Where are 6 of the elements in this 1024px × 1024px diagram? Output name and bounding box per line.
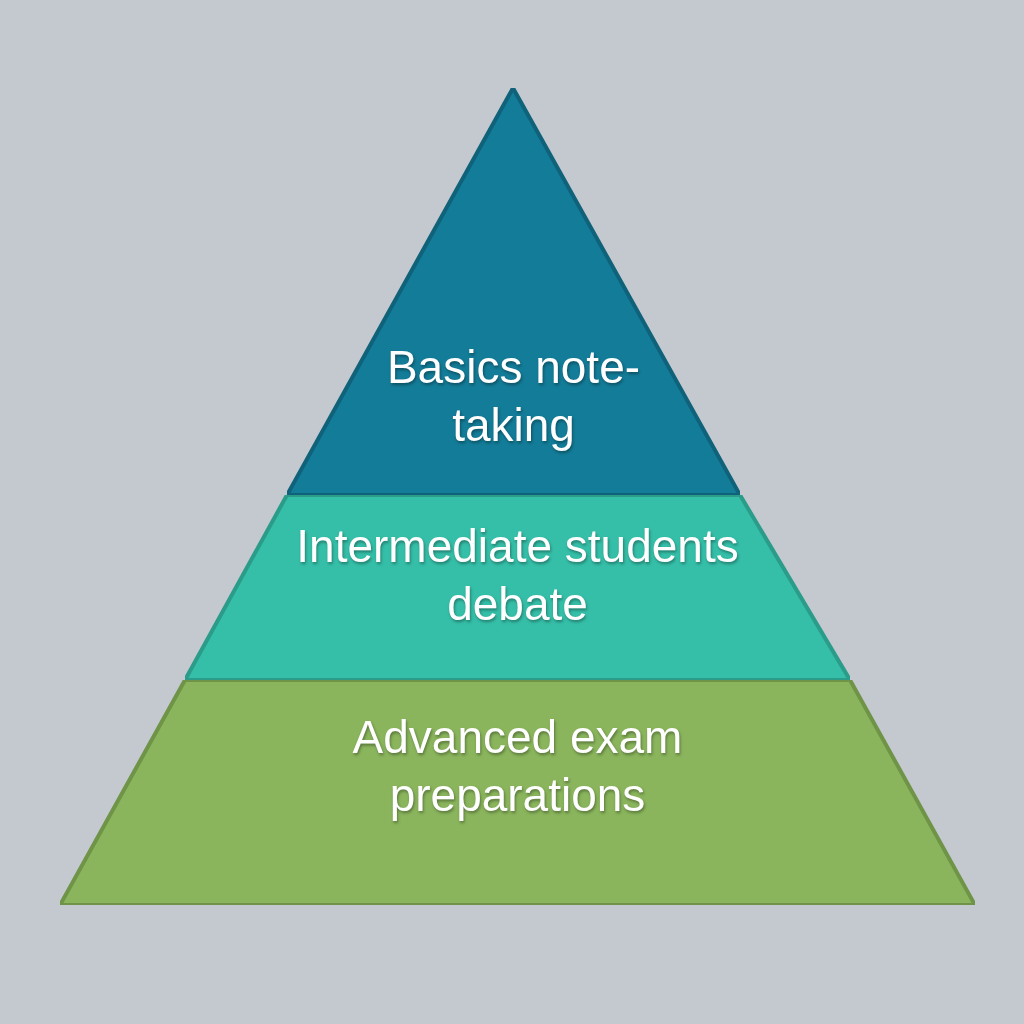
tier-label: Intermediate students debate (295, 519, 740, 632)
pyramid-tier (185, 495, 850, 680)
tier-label: Basics note-taking (385, 340, 642, 453)
pyramid-tier (287, 88, 740, 495)
tier-label: Advanced exam preparations (351, 710, 684, 823)
pyramid-tier (60, 680, 975, 905)
